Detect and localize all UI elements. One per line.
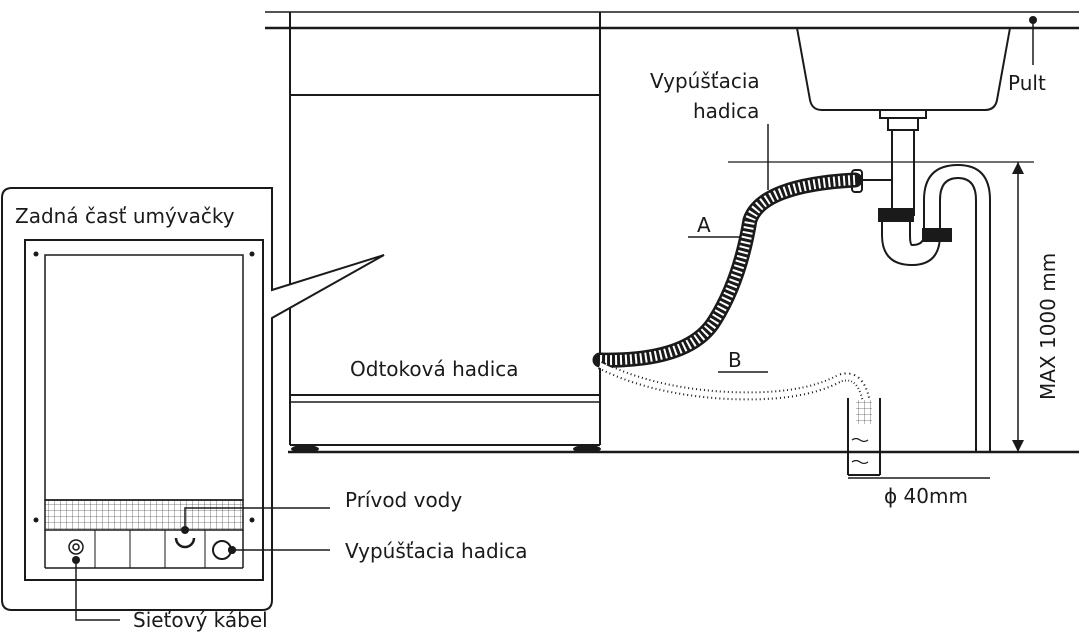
back-panel-title: Zadná časť umývačky <box>15 204 235 228</box>
power-cable-label: Sieťový kábel <box>133 608 268 632</box>
back-panel-callout <box>1 187 385 611</box>
pipe-diameter-label: ϕ 40mm <box>884 484 968 508</box>
outlet-hose-top-label-line2: hadica <box>693 99 759 123</box>
dishwasher-body <box>289 12 601 453</box>
back-panel <box>24 239 264 581</box>
max-height-label: MAX 1000 mm <box>1036 253 1060 400</box>
countertop <box>265 11 1079 30</box>
counter-label: Pult <box>1008 71 1046 95</box>
max-height-dimension <box>728 161 1034 452</box>
drain-hose-a <box>592 172 863 368</box>
water-inlet-leader <box>181 507 330 534</box>
sink <box>796 27 1011 131</box>
outlet-hose-label: Vypúšťacia hadica <box>345 539 527 563</box>
power-cable-connector <box>68 539 84 555</box>
dishwasher-foot-right <box>573 445 601 453</box>
drain-hose-label: Odtoková hadica <box>350 357 519 381</box>
water-inlet-label: Prívod vody <box>345 488 462 512</box>
drain-hose-b <box>597 360 871 402</box>
outlet-hose-top-label-line1: Vypúšťacia <box>650 69 760 93</box>
water-inlet-connector <box>174 537 196 549</box>
siphon-trap <box>851 130 991 452</box>
power-cable-leader <box>72 556 120 621</box>
option-a-label: A <box>697 213 711 237</box>
dishwasher-foot-left <box>291 445 319 453</box>
option-b-label: B <box>728 348 742 372</box>
outlet-hose-leader <box>228 546 330 554</box>
standpipe <box>847 398 881 476</box>
